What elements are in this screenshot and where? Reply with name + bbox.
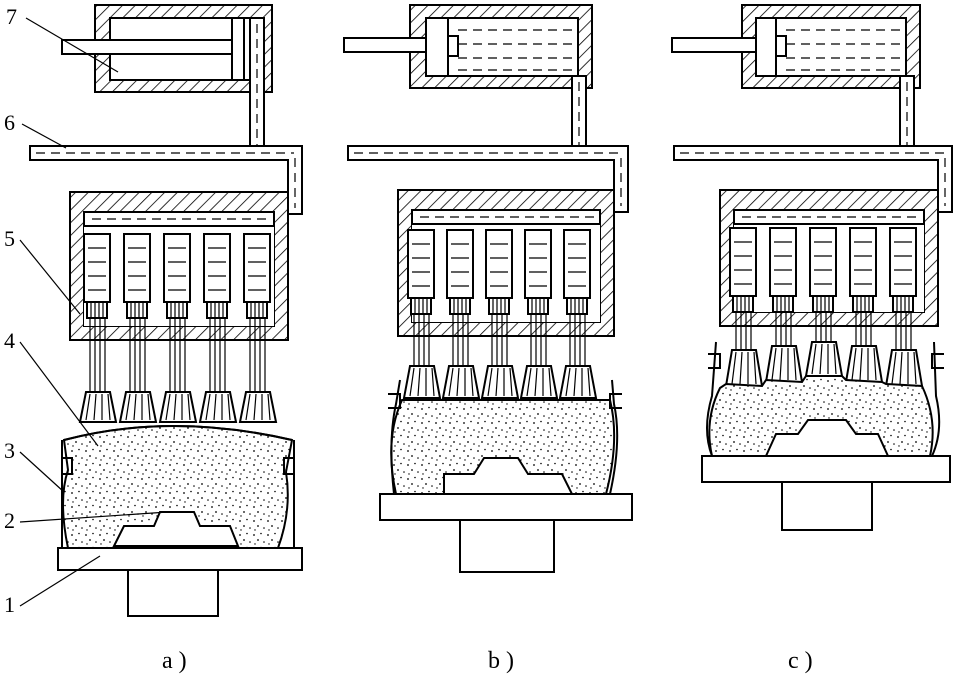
callout-4: 4 <box>4 328 15 353</box>
panel-b <box>343 4 633 573</box>
callout-3: 3 <box>4 438 15 463</box>
callout-1: 1 <box>4 592 15 617</box>
panel-a <box>29 4 303 617</box>
callout-leaders <box>19 17 169 607</box>
callout-7: 7 <box>6 4 17 29</box>
caption-panel-c: c ) <box>788 648 813 674</box>
caption-panel-a: a ) <box>162 648 187 674</box>
panel-c <box>671 4 953 531</box>
callout-5: 5 <box>4 226 15 251</box>
callout-6: 6 <box>4 110 15 135</box>
callout-2: 2 <box>4 508 15 533</box>
caption-panel-b: b ) <box>488 648 514 674</box>
